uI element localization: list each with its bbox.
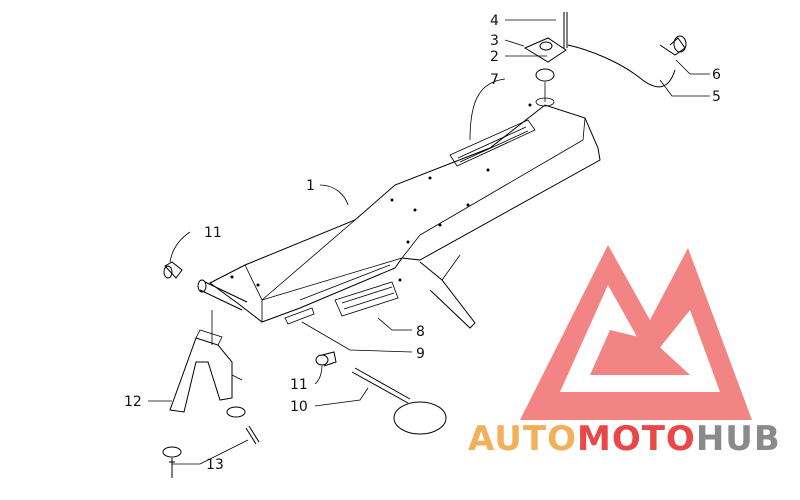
watermark-moto: MOTO [577, 419, 696, 459]
callout-4: 4 [490, 13, 499, 29]
callout-5: 5 [712, 89, 721, 105]
watermark-hub: HUB [696, 419, 781, 459]
callout-7: 7 [490, 72, 499, 88]
lanyard [567, 35, 687, 88]
bracket [169, 310, 243, 413]
callout-11-upper: 11 [204, 225, 222, 241]
callout-9: 9 [416, 346, 425, 362]
callout-6: 6 [712, 67, 721, 83]
watermark-auto: AUTO [468, 419, 577, 459]
callout-12: 12 [124, 394, 142, 410]
callout-1: 1 [306, 178, 315, 194]
callout-13: 13 [206, 457, 224, 473]
callout-2: 2 [490, 49, 499, 65]
callout-10: 10 [290, 399, 308, 415]
callout-11-lower: 11 [290, 377, 308, 393]
watermark-text: AUTOMOTOHUB [468, 419, 781, 459]
bushing-upper [163, 261, 183, 279]
watermark-logo-icon [520, 245, 752, 420]
callout-8: 8 [416, 324, 425, 340]
leader-lines [148, 19, 710, 465]
tray-plate [209, 97, 601, 329]
pin-assembly [315, 351, 447, 435]
hinge-tube [197, 279, 248, 311]
knob-stack [523, 12, 568, 102]
fasteners [162, 406, 260, 478]
callout-3: 3 [490, 33, 499, 49]
